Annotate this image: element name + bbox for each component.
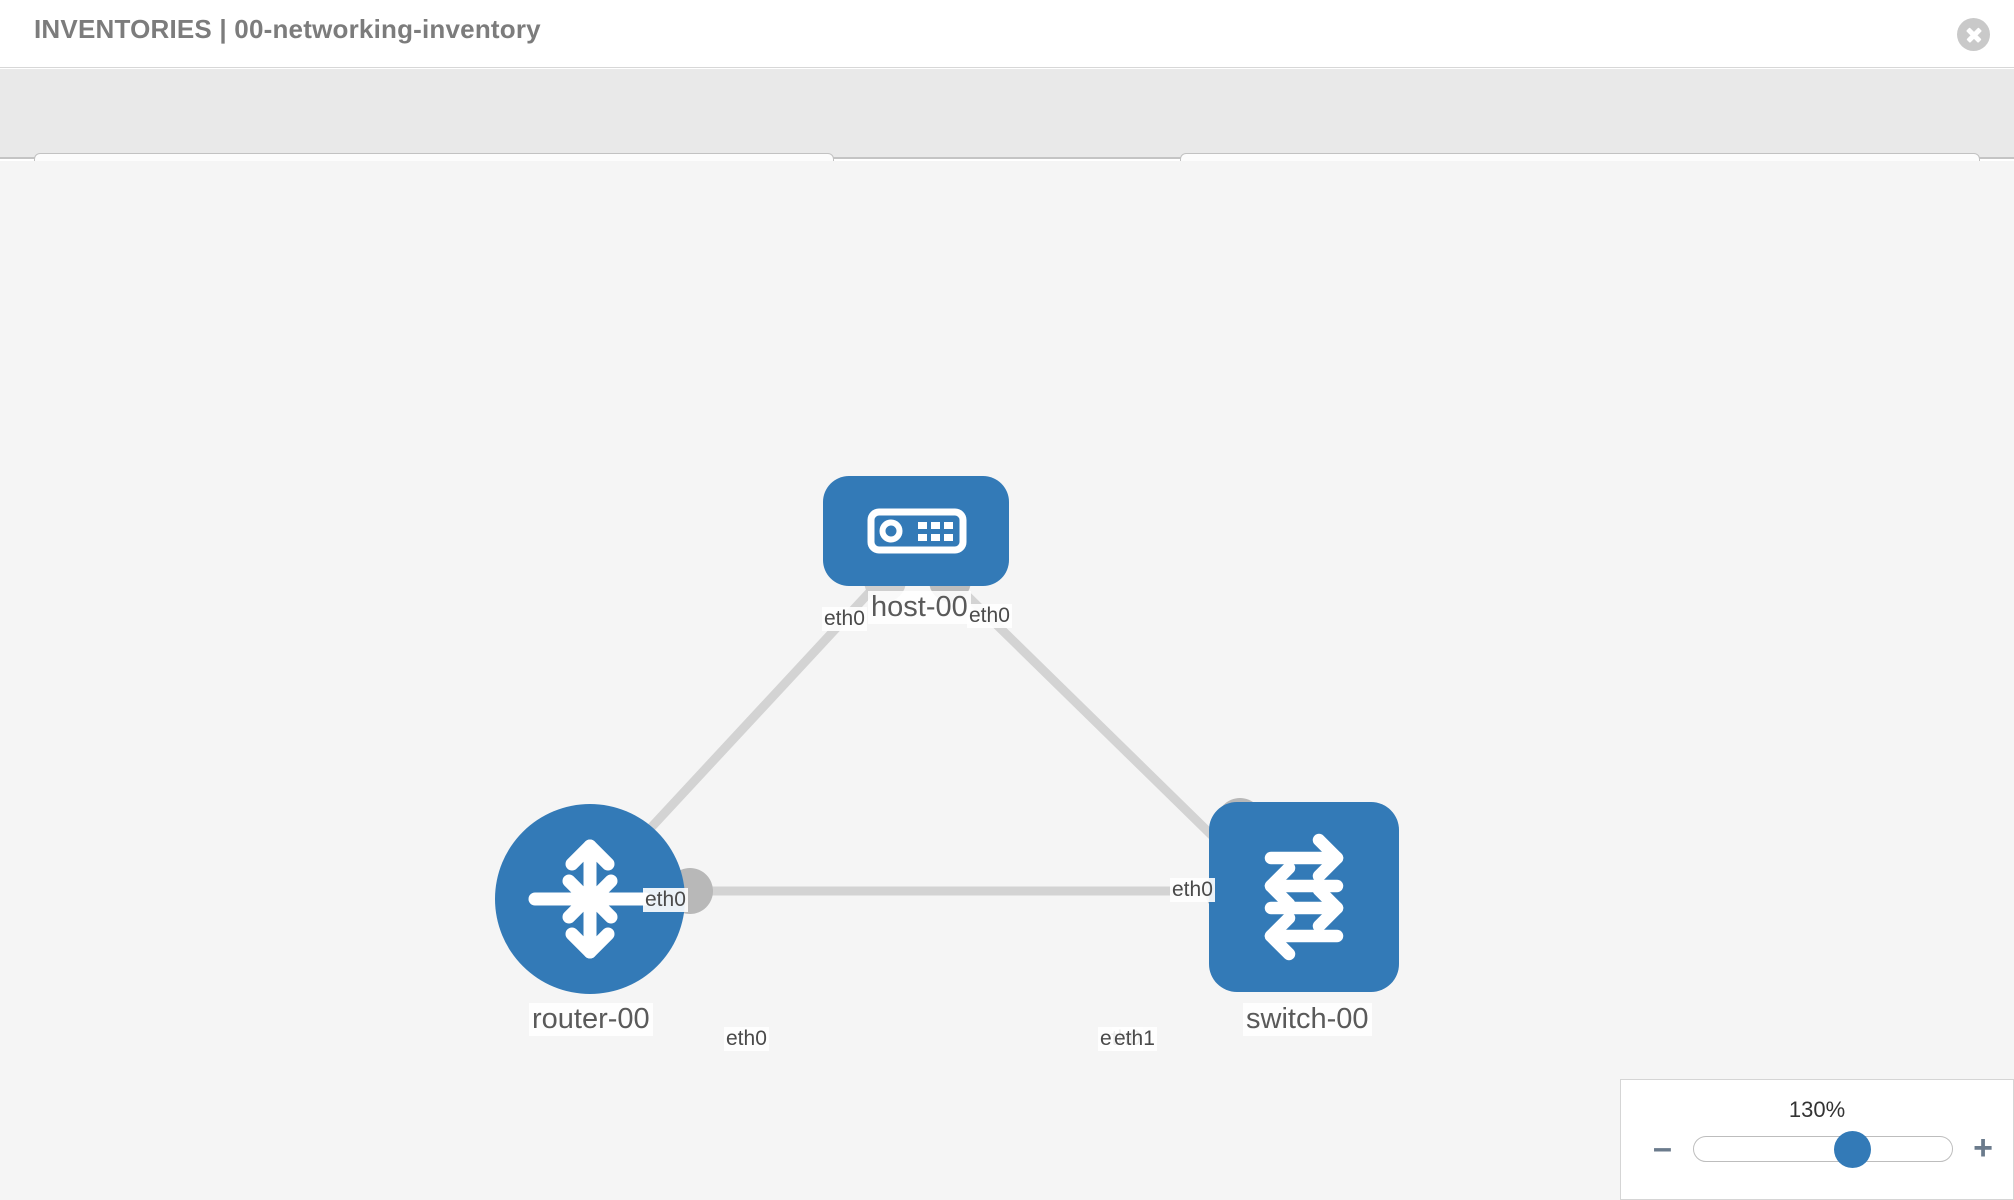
topology-links (616, 560, 1263, 914)
server-appliance-icon (867, 508, 967, 554)
zoom-in-button[interactable]: + (1973, 1129, 1993, 1167)
close-icon[interactable] (1957, 18, 1990, 51)
interface-label-router-up: eth0 (643, 888, 688, 912)
zoom-slider-thumb[interactable] (1834, 1131, 1871, 1168)
node-label-switch-00: switch-00 (1243, 1003, 1372, 1036)
zoom-control: 130% – + (1620, 1079, 2014, 1200)
interface-label-host-right: eth0 (967, 604, 1012, 628)
node-label-router-00: router-00 (529, 1003, 653, 1036)
interface-label-switch-eth1: eth1 (1112, 1027, 1157, 1051)
four-horizontal-arrows-icon (1264, 833, 1344, 961)
toolbar: ACTIONS SEARCH (0, 69, 2014, 205)
node-label-host-00: host-00 (868, 591, 971, 624)
zoom-slider[interactable] (1693, 1131, 1953, 1168)
node-switch-00[interactable] (1209, 802, 1399, 992)
node-host-00[interactable] (823, 476, 1009, 586)
interface-label-host-left: eth0 (822, 607, 867, 631)
interface-label-router-side: eth0 (724, 1027, 769, 1051)
four-arrows-inward-icon (528, 839, 652, 959)
interface-label-switch-up: eth0 (1170, 878, 1215, 902)
page-header: INVENTORIES | 00-networking-inventory (0, 0, 2014, 68)
zoom-level-value: 130% (1788, 1097, 1846, 1122)
zoom-out-button[interactable]: – (1653, 1129, 1672, 1167)
node-router-00[interactable] (495, 804, 685, 994)
topology-canvas[interactable]: host-00 router-00 switch-00 eth0 eth0 et… (0, 161, 2014, 1200)
page-title: INVENTORIES | 00-networking-inventory (34, 14, 541, 44)
